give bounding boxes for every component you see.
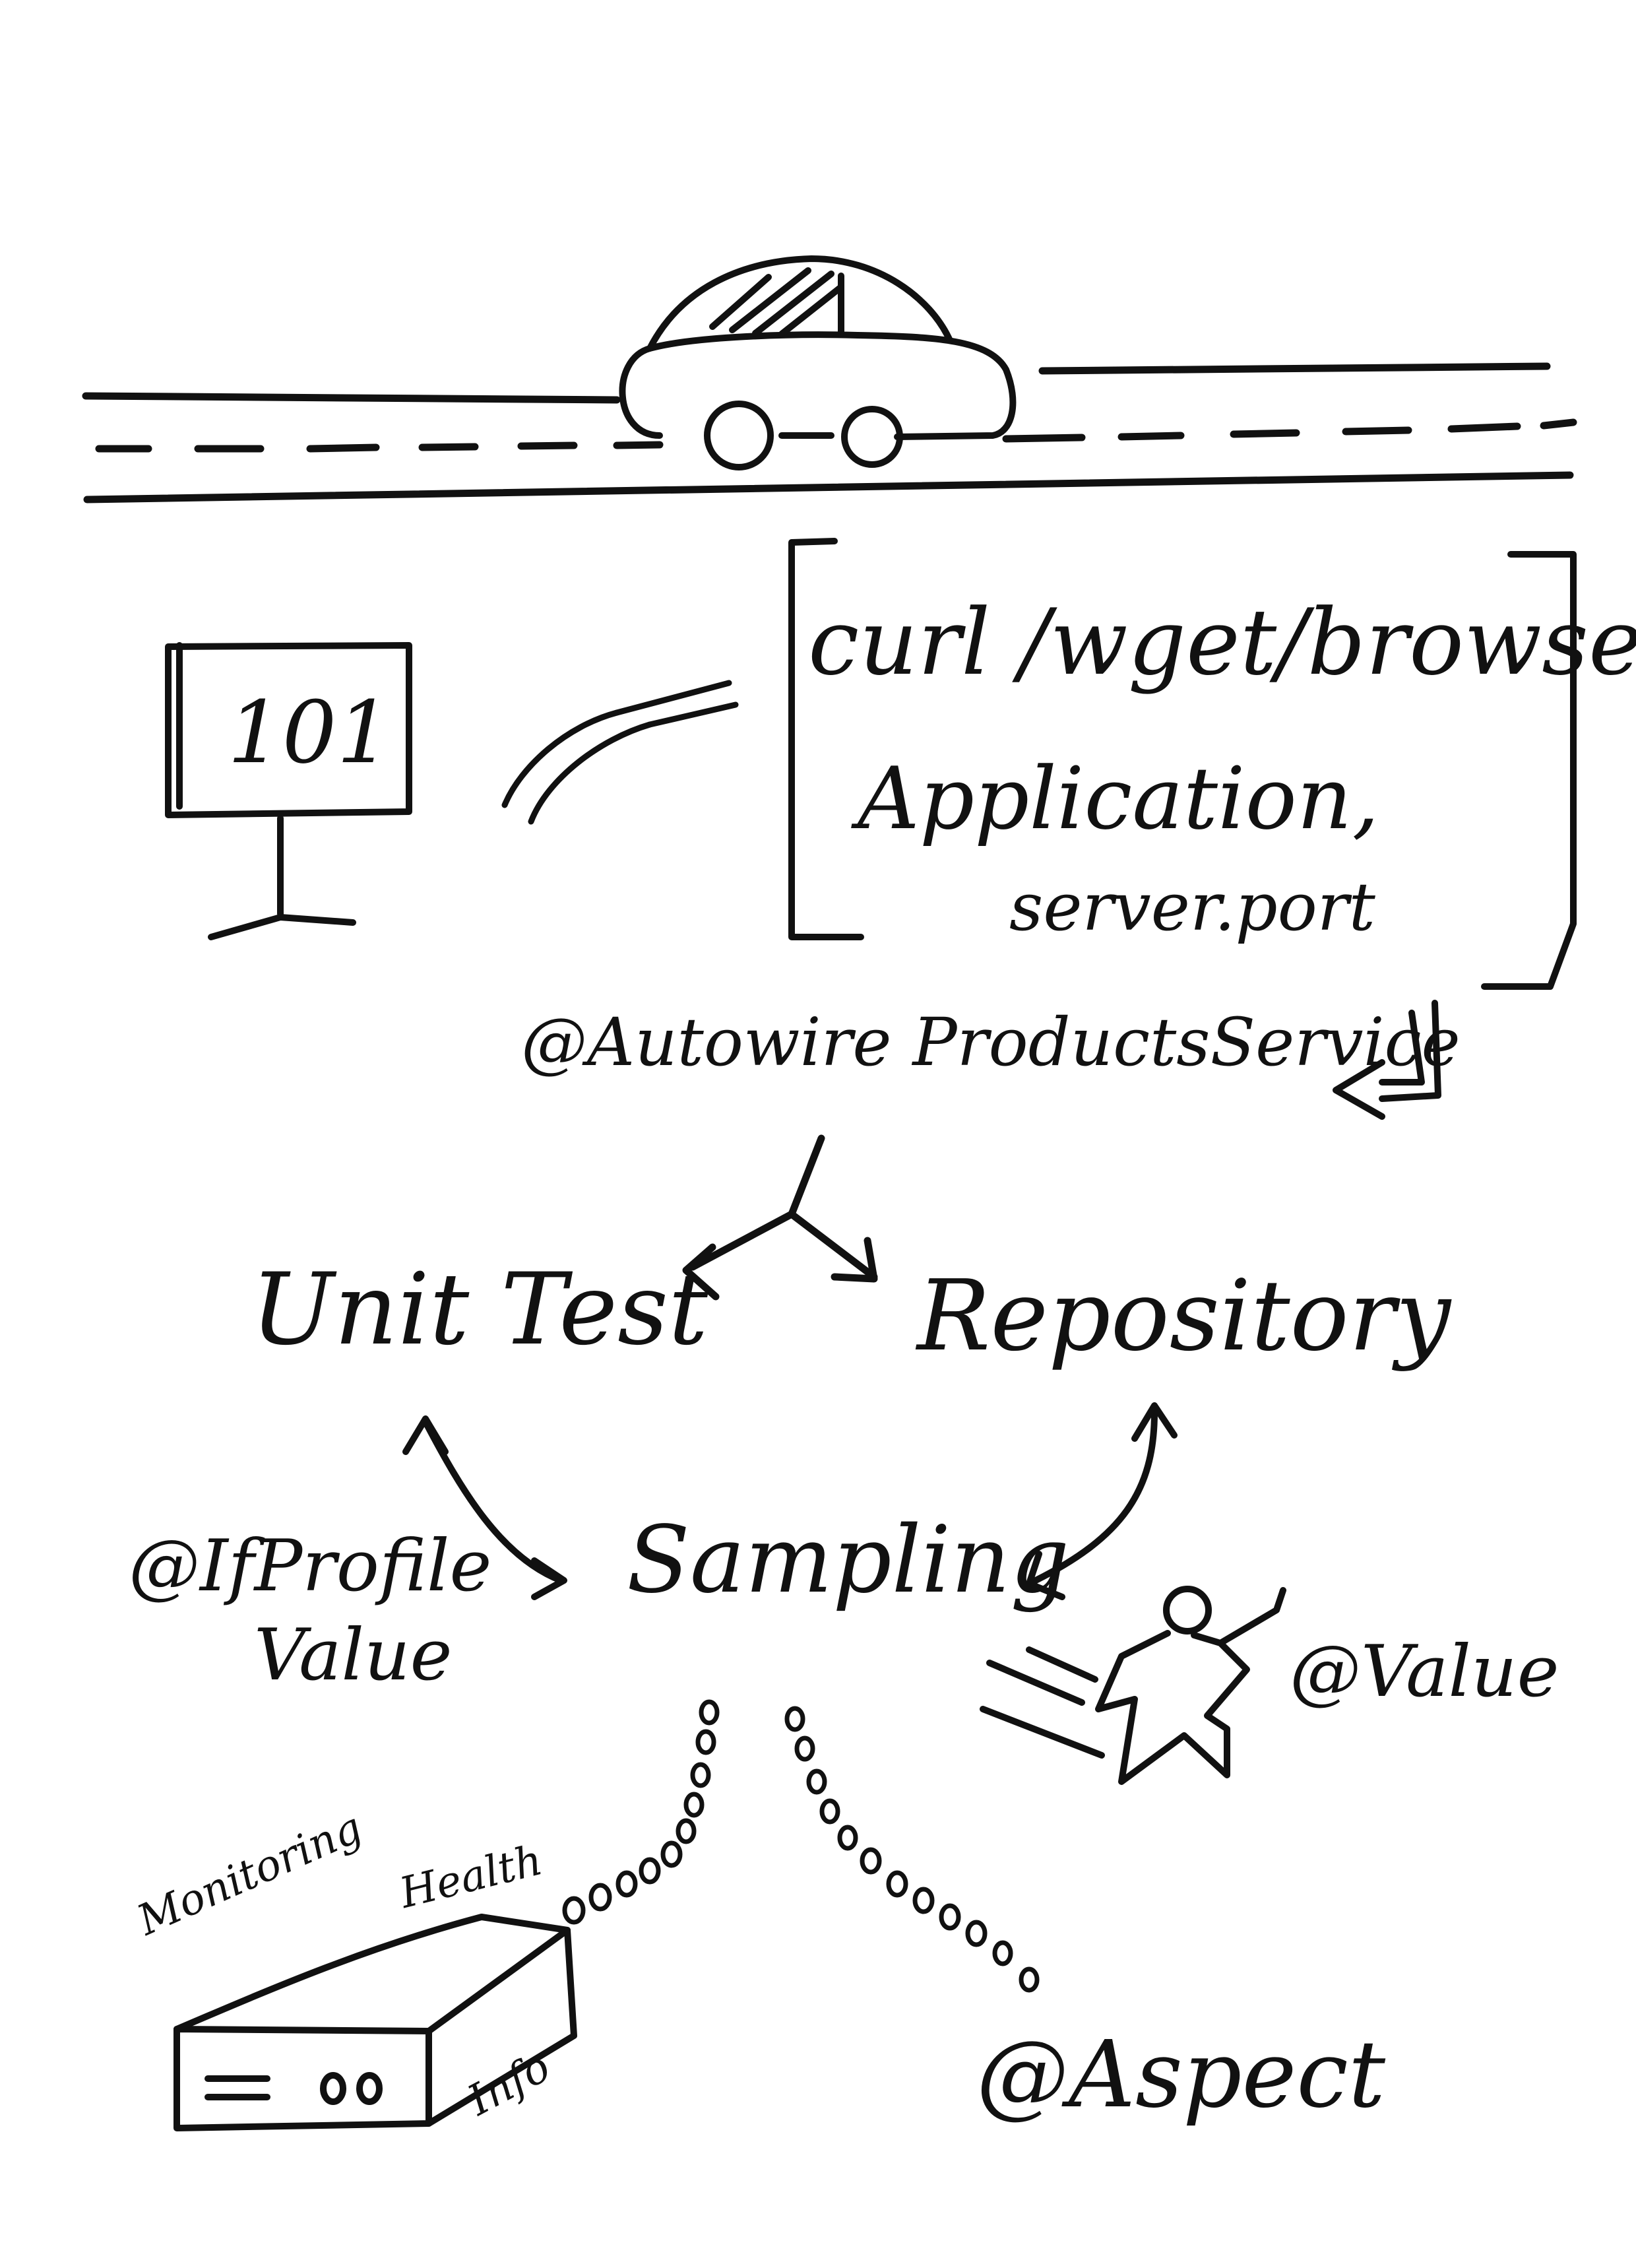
road: [82, 362, 1577, 503]
value-label: @Value: [1290, 1631, 1559, 1713]
return-arrow-icon: [1333, 1000, 1441, 1120]
aspect-label: @Aspect: [976, 2021, 1386, 2129]
autowire-label: @Autowire ProductsService: [521, 1004, 1461, 1081]
road-sign-icon: [165, 642, 412, 940]
split-arrow: [682, 1134, 878, 1301]
clients-line-3: server.port: [1009, 868, 1375, 946]
clients-line-1: curl /wget/browser: [808, 589, 1636, 696]
if-profile-label: @IfProfile: [129, 1525, 492, 1607]
road-centre-dashes: [95, 418, 1577, 453]
repository-label: Repository: [917, 1259, 1451, 1373]
sign-number: 101: [228, 682, 392, 783]
clients-line-2: Application,: [858, 748, 1379, 849]
road-edge-bottom: [83, 471, 1574, 503]
unit-test-label: Unit Test: [251, 1252, 708, 1367]
client-bracket: [788, 538, 1577, 990]
server-box-icon: [173, 1914, 577, 2131]
road-edge-top: [82, 362, 1551, 404]
running-person-icon: [980, 1586, 1286, 1785]
repository-sampling-arrow: [1026, 1402, 1178, 1600]
dotted-path-right: [784, 1706, 1040, 1993]
dotted-path-left: [562, 1699, 720, 1925]
if-profile-value-label: Value: [254, 1614, 453, 1697]
unittest-sampling-arrow: [402, 1415, 567, 1600]
connection-lines: [501, 680, 739, 825]
car-icon: [619, 255, 1017, 470]
sampling-label: Sampling: [627, 1507, 1070, 1614]
